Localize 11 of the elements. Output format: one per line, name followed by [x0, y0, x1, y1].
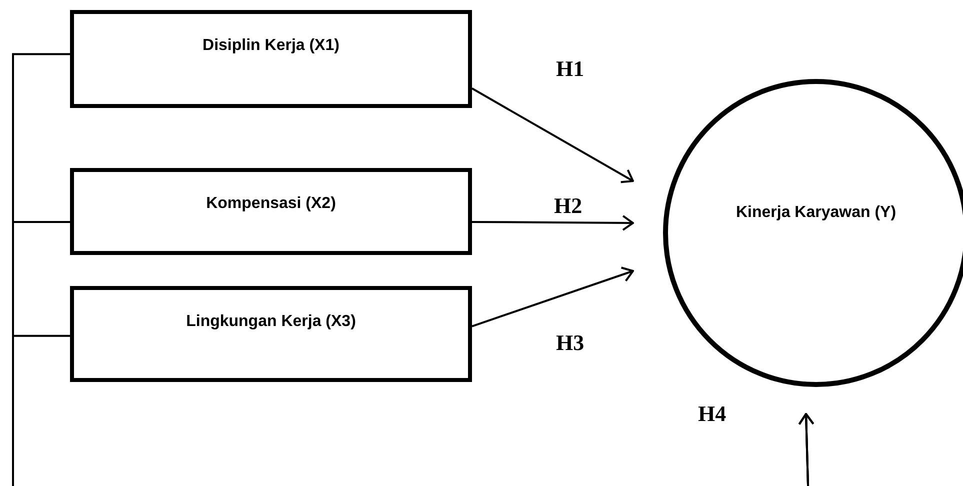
arrow [472, 266, 634, 328]
variable-box [70, 10, 472, 108]
node-label: Lingkungan Kerja (X3) [186, 312, 356, 332]
arrow [472, 214, 634, 231]
arrow [472, 88, 634, 184]
node-label: Kompensasi (X2) [206, 194, 336, 214]
node-label: Kinerja Karyawan (Y) [734, 203, 898, 223]
variable-box [70, 168, 472, 255]
node-label: Disiplin Kerja (X1) [202, 36, 340, 56]
variable-box [70, 286, 472, 382]
bracket-arrow [12, 334, 814, 486]
